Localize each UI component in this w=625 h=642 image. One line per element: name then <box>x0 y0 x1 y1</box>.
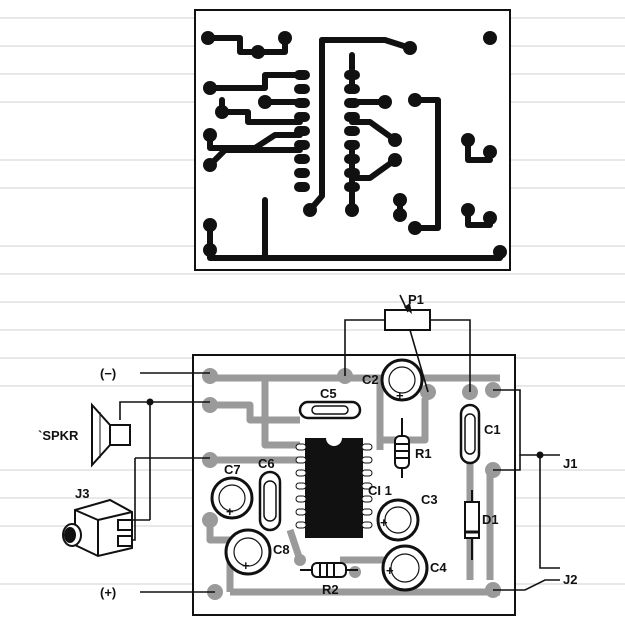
label-c3: C3 <box>421 492 438 507</box>
label-p1: P1 <box>408 292 424 307</box>
label-c4: C4 <box>430 560 447 575</box>
label-c2: C2 <box>362 372 379 387</box>
top-pads <box>201 31 507 259</box>
svg-text:+: + <box>386 563 394 578</box>
capacitor-c4: + <box>381 544 429 592</box>
label-j2: J2 <box>563 572 577 587</box>
lower-pcb-board: + + + <box>192 354 516 616</box>
label-plus: (+) <box>100 585 116 600</box>
diode-d1 <box>464 490 480 560</box>
jack-j3-icon <box>62 498 133 558</box>
label-r1: R1 <box>415 446 432 461</box>
resistor-r1 <box>394 418 410 478</box>
label-c1: C1 <box>484 422 501 437</box>
svg-text:+: + <box>396 388 404 403</box>
capacitor-c8: + <box>224 528 272 576</box>
potentiometer-p1 <box>384 294 431 331</box>
capacitor-c7: + <box>210 476 254 520</box>
capacitor-c3: + <box>376 498 420 542</box>
capacitor-c5 <box>298 400 362 420</box>
label-d1: D1 <box>482 512 499 527</box>
label-c5: C5 <box>320 386 337 401</box>
capacitor-c6 <box>258 470 282 532</box>
label-c8: C8 <box>273 542 290 557</box>
top-pcb-board <box>194 9 511 271</box>
external-wiring <box>119 319 560 593</box>
label-ci1: CI 1 <box>368 483 392 498</box>
capacitor-c1 <box>459 403 481 465</box>
top-ic-pads <box>294 70 360 192</box>
label-j1: J1 <box>563 456 577 471</box>
ic-ci1 <box>295 438 373 538</box>
capacitor-c2: + <box>380 358 424 403</box>
speaker-icon <box>91 402 131 468</box>
svg-text:+: + <box>380 515 388 530</box>
label-c6: C6 <box>258 456 275 471</box>
label-c7: C7 <box>224 462 241 477</box>
svg-text:+: + <box>242 558 250 573</box>
resistor-r2 <box>300 562 358 578</box>
label-minus: (−) <box>100 366 116 381</box>
label-r2: R2 <box>322 582 339 597</box>
junction-dot <box>536 451 544 459</box>
label-j3: J3 <box>75 486 89 501</box>
label-spkr: `SPKR <box>38 428 79 443</box>
svg-text:+: + <box>226 504 234 519</box>
junction-dot <box>146 398 154 406</box>
labels: P1 (−) (+) `SPKR J3 C5 C2 C1 J1 R1 C7 C6… <box>38 292 577 600</box>
